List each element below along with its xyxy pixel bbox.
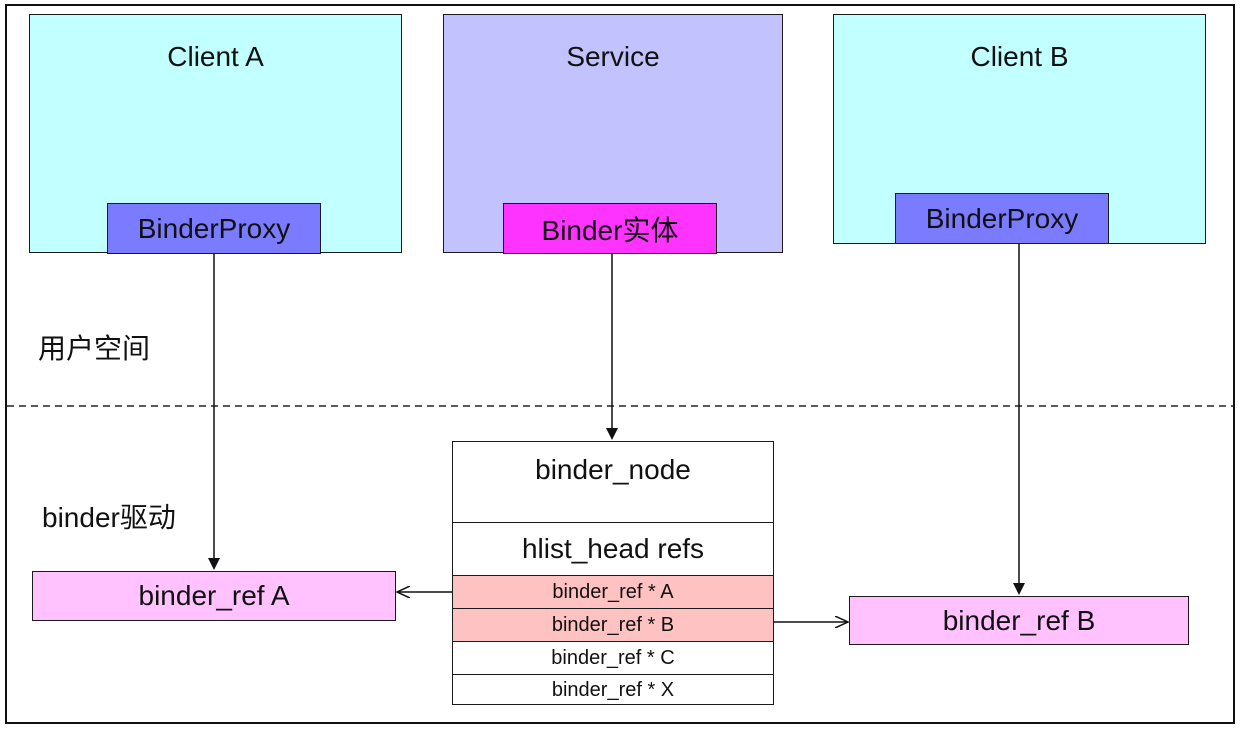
service-binder-entity: Binder实体 — [503, 203, 717, 254]
binder-node-title: binder_node — [535, 454, 691, 485]
client-a-binderproxy: BinderProxy — [107, 203, 321, 254]
binder-node-box: binder_node hlist_head refs binder_ref *… — [452, 441, 774, 705]
binder-driver-label: binder驱动 — [42, 502, 176, 533]
node-ref-row-c: binder_ref * C — [453, 641, 773, 674]
client-b-binderproxy: BinderProxy — [895, 193, 1109, 244]
node-ref-row-b: binder_ref * B — [453, 608, 773, 641]
binder-ref-b-box: binder_ref B — [849, 596, 1189, 645]
client-a-title: Client A — [167, 41, 264, 72]
service-title: Service — [566, 41, 660, 72]
client-b-title: Client B — [970, 41, 1069, 72]
diagram-frame — [5, 4, 1235, 724]
node-ref-row-x: binder_ref * X — [453, 674, 773, 705]
node-ref-row-a: binder_ref * A — [453, 575, 773, 608]
binder-ref-a-box: binder_ref A — [32, 571, 396, 621]
hlist-head-refs: hlist_head refs — [453, 522, 773, 575]
user-space-label: 用户空间 — [38, 333, 151, 364]
